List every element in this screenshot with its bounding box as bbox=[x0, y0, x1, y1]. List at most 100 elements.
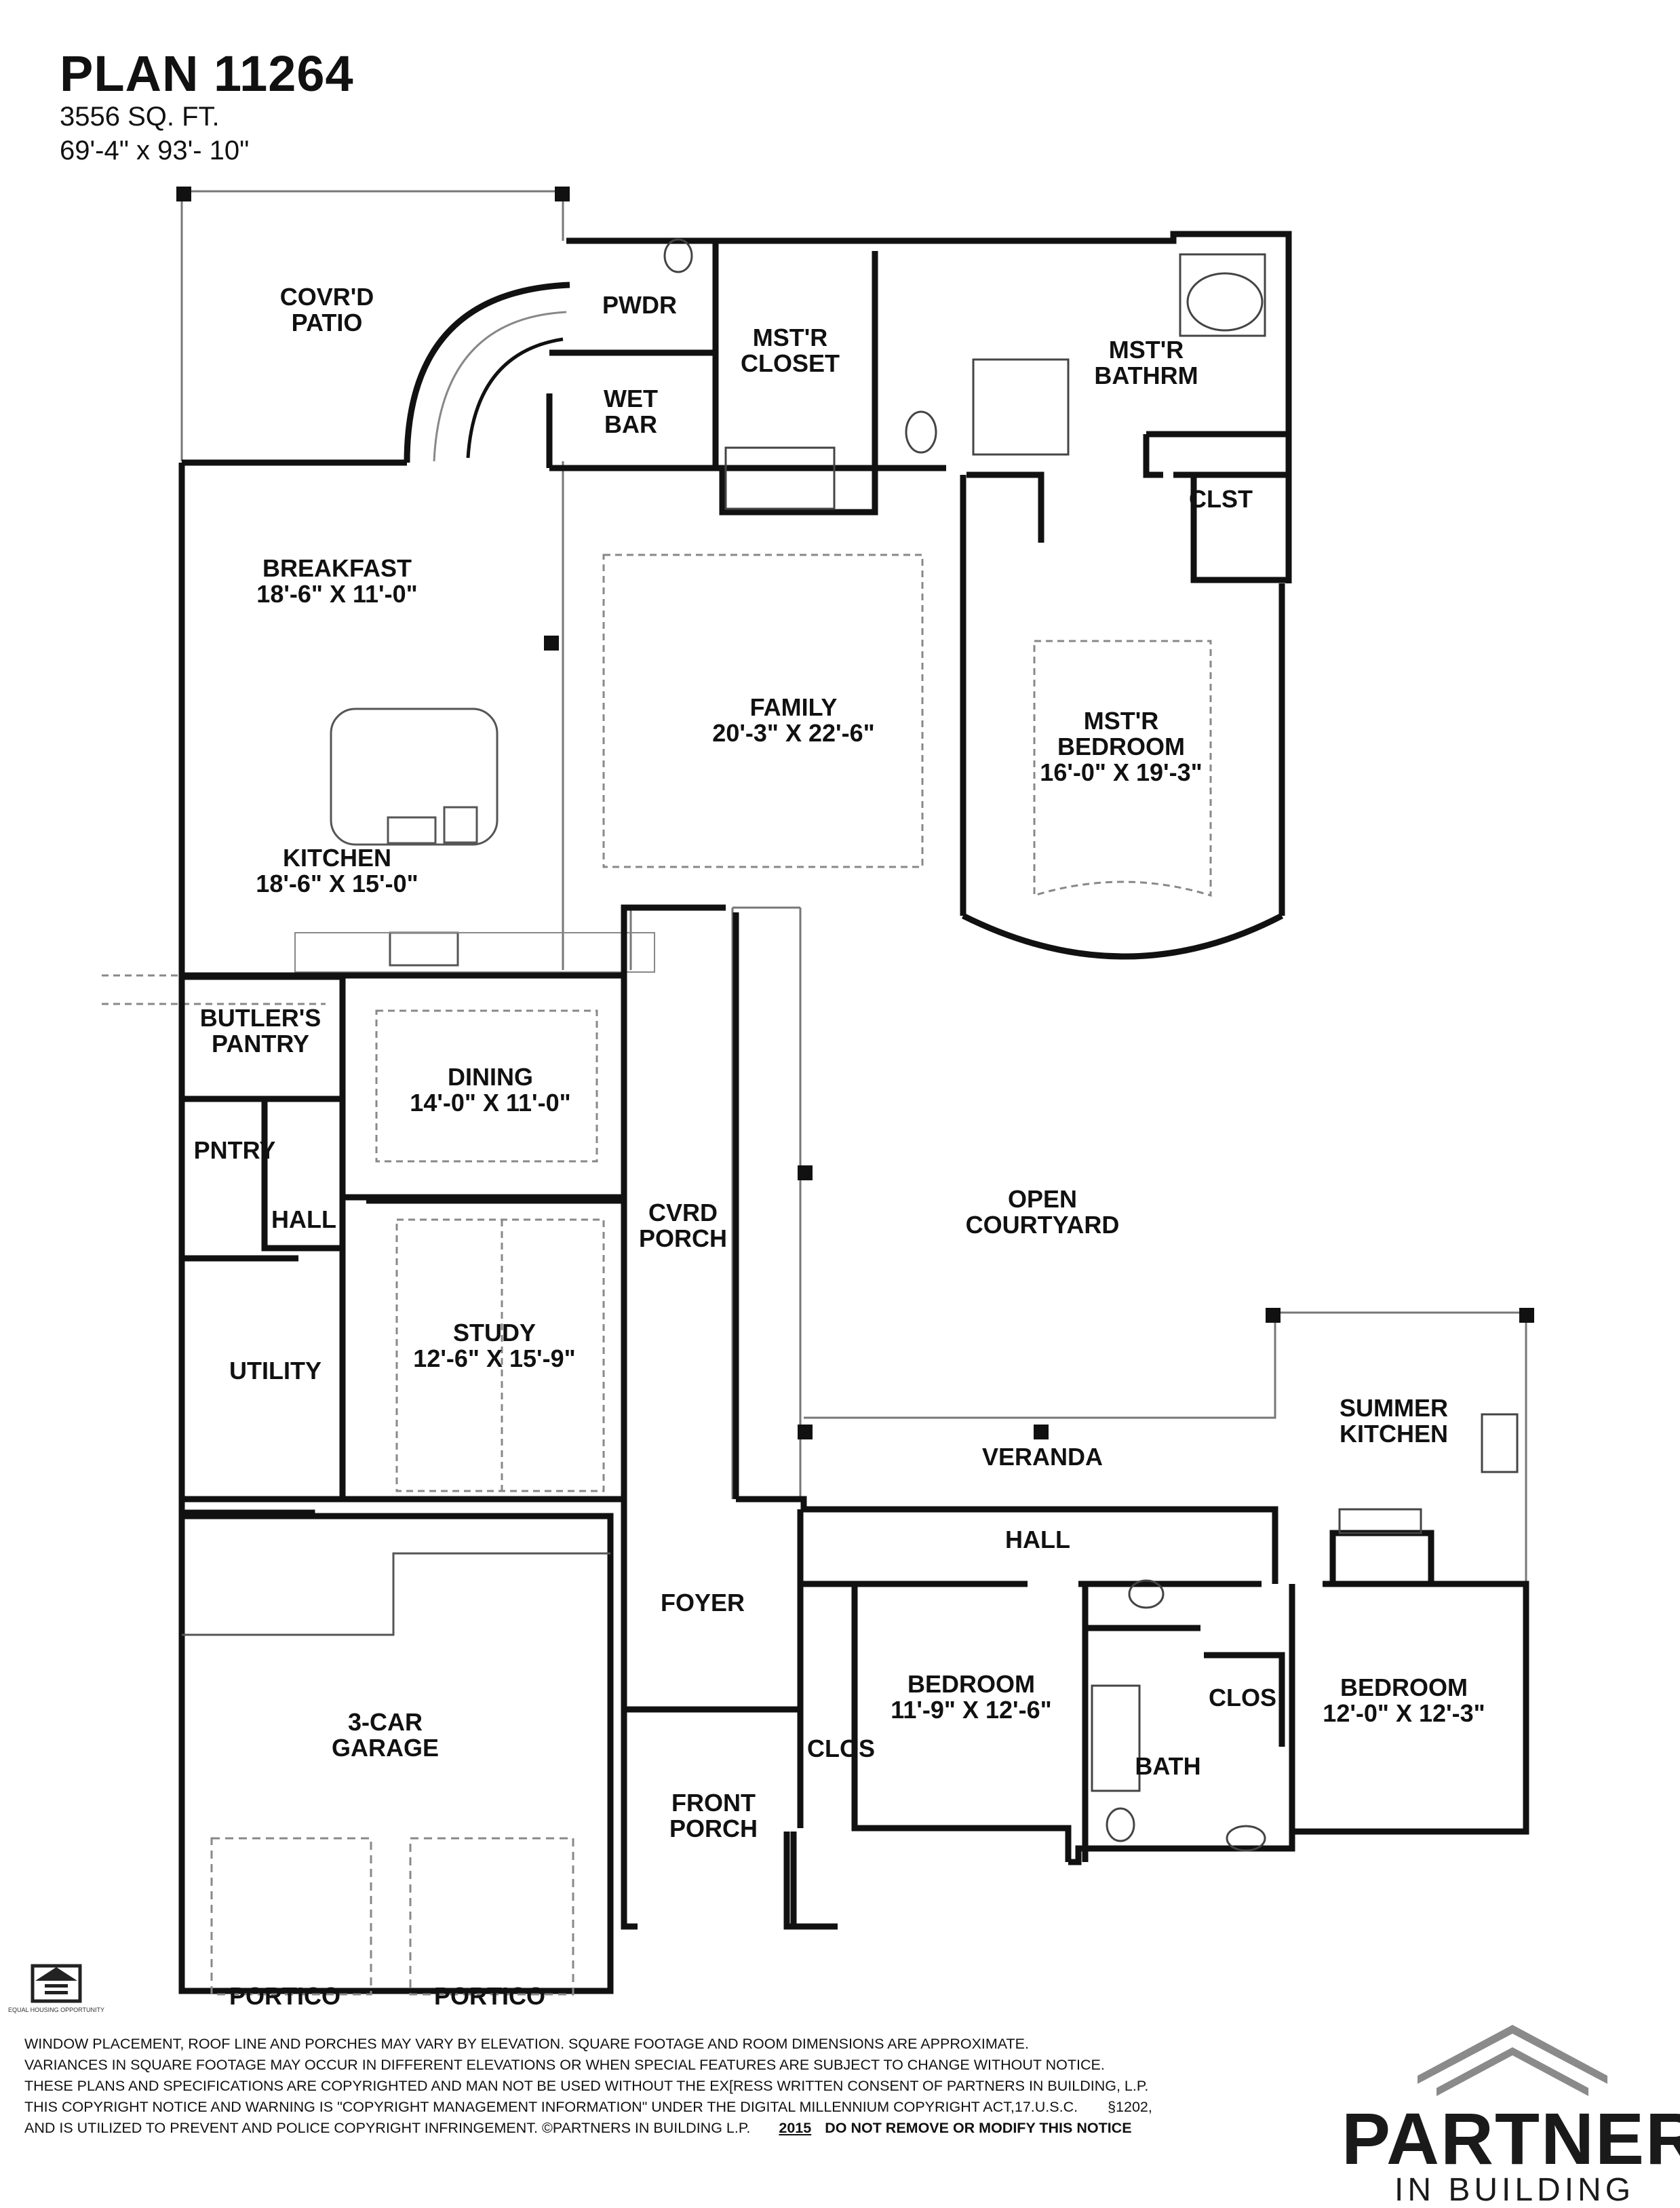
partners-logo-word: PARTNERS bbox=[1342, 2097, 1680, 2180]
room-label-line: BATH bbox=[1135, 1752, 1200, 1780]
room-label-line: 20'-3" X 22'-6" bbox=[712, 719, 874, 747]
curved-wall-inner bbox=[466, 337, 564, 459]
room-label-line: OPEN bbox=[1008, 1185, 1077, 1213]
room-label-line: HALL bbox=[271, 1205, 336, 1233]
room-label-line: BUTLER'S bbox=[200, 1004, 321, 1032]
garage-doors bbox=[210, 1837, 574, 1996]
cooktop bbox=[389, 931, 459, 967]
room-label-line: KITCHEN bbox=[1340, 1420, 1448, 1448]
room-label-line: BEDROOM bbox=[1057, 733, 1185, 760]
disclaimer-line-4: THIS COPYRIGHT NOTICE AND WARNING IS "CO… bbox=[24, 2099, 1152, 2115]
room-label-utility: UTILITY bbox=[229, 1357, 321, 1384]
room-label-line: PORTICO bbox=[229, 1982, 340, 2010]
room-label-line: FAMILY bbox=[750, 693, 838, 721]
columns bbox=[176, 187, 1534, 1439]
room-label-line: 14'-0" X 11'-0" bbox=[410, 1089, 570, 1117]
room-label-line: WET bbox=[604, 385, 658, 412]
room-label-bath: BATH bbox=[1135, 1752, 1200, 1780]
plan-overall-dimensions: 69'-4" x 93'- 10" bbox=[60, 136, 250, 166]
room-label-line: BEDROOM bbox=[1340, 1673, 1468, 1701]
room-label-line: 12'-6" X 15'-9" bbox=[413, 1344, 575, 1372]
room-label-foyer: FOYER bbox=[661, 1589, 745, 1616]
room-label-line: PWDR bbox=[602, 291, 677, 319]
disclaimer-line-1: WINDOW PLACEMENT, ROOF LINE AND PORCHES … bbox=[24, 2036, 1029, 2052]
room-label-line: PORCH bbox=[669, 1815, 758, 1842]
curved-stair-rail bbox=[433, 311, 567, 462]
partners-logo-tagline: IN BUILDING bbox=[1394, 2172, 1635, 2208]
room-label-line: 18'-6" X 11'-0" bbox=[256, 580, 417, 608]
do-not-remove-notice: DO NOT REMOVE OR MODIFY THIS NOTICE bbox=[825, 2120, 1132, 2136]
disclaimer-line-3: THESE PLANS AND SPECIFICATIONS ARE COPYR… bbox=[24, 2078, 1149, 2094]
room-label-line: UTILITY bbox=[229, 1357, 321, 1384]
room-label-veranda: VERANDA bbox=[982, 1443, 1103, 1471]
room-label-line: BEDROOM bbox=[907, 1670, 1035, 1698]
room-label-line: FRONT bbox=[671, 1789, 756, 1817]
room-label-line: KITCHEN bbox=[283, 844, 391, 872]
room-label-line: HALL bbox=[1005, 1526, 1070, 1553]
disclaimer-line-2: VARIANCES IN SQUARE FOOTAGE MAY OCCUR IN… bbox=[24, 2057, 1105, 2073]
room-label-line: COURTYARD bbox=[966, 1211, 1120, 1239]
room-label-pwdr: PWDR bbox=[602, 291, 677, 319]
copyright-year: 2015 bbox=[779, 2120, 812, 2136]
plan-square-footage: 3556 SQ. FT. bbox=[60, 102, 220, 132]
kitchen-counter bbox=[294, 932, 655, 973]
kitchen-sink bbox=[387, 816, 437, 845]
room-label-line: CLOS bbox=[807, 1735, 875, 1762]
room-label-line: CLOS bbox=[1209, 1684, 1276, 1711]
walls bbox=[178, 231, 1529, 1994]
room-label-line: 12'-0" X 12'-3" bbox=[1323, 1699, 1485, 1727]
room-label-line: 16'-0" X 19'-3" bbox=[1040, 758, 1202, 786]
equal-housing-logo: EQUAL HOUSING OPPORTUNITY bbox=[8, 1964, 104, 2013]
copyright-disclaimer: WINDOW PLACEMENT, ROOF LINE AND PORCHES … bbox=[24, 2034, 1313, 2139]
disclaimer-line-5: AND IS UTILIZED TO PREVENT AND POLICE CO… bbox=[24, 2120, 1132, 2136]
room-label-line: PANTRY bbox=[212, 1030, 309, 1058]
room-label-line: MST'R bbox=[1109, 336, 1184, 364]
room-label-line: PORCH bbox=[639, 1224, 727, 1252]
room-label-clos-a: CLOS bbox=[807, 1735, 875, 1762]
room-label-line: FOYER bbox=[661, 1589, 745, 1616]
room-label-line: GARAGE bbox=[332, 1734, 439, 1762]
room-label-line: CVRD bbox=[648, 1199, 718, 1226]
room-label-hall-west: HALL bbox=[271, 1205, 336, 1233]
room-label-portico-1: PORTICO bbox=[229, 1982, 340, 2010]
room-label-line: COVR'D bbox=[280, 283, 374, 311]
room-label-line: PNTRY bbox=[194, 1136, 276, 1164]
room-label-clos-b: CLOS bbox=[1209, 1684, 1276, 1711]
dishwasher bbox=[443, 806, 478, 844]
room-label-line: 11'-9" X 12'-6" bbox=[891, 1696, 1051, 1724]
plan-title: PLAN 11264 bbox=[60, 45, 354, 102]
room-label-line: PORTICO bbox=[434, 1982, 545, 2010]
light-outlines bbox=[180, 190, 1527, 1608]
room-label-line: 3-CAR bbox=[348, 1708, 423, 1736]
room-label-line: MST'R bbox=[753, 324, 828, 351]
room-label-line: MST'R bbox=[1084, 707, 1159, 735]
room-label-line: BREAKFAST bbox=[262, 554, 412, 582]
kitchen-island bbox=[330, 708, 499, 846]
fixtures bbox=[663, 238, 1519, 1852]
room-label-line: DINING bbox=[448, 1063, 533, 1091]
room-label-line: CLST bbox=[1189, 485, 1253, 513]
partners-logo-mark bbox=[1418, 2025, 1607, 2096]
room-label-pntry: PNTRY bbox=[194, 1136, 276, 1164]
room-label-portico-2: PORTICO bbox=[434, 1982, 545, 2010]
room-label-line: SUMMER bbox=[1340, 1394, 1448, 1422]
room-label-clst: CLST bbox=[1189, 485, 1253, 513]
